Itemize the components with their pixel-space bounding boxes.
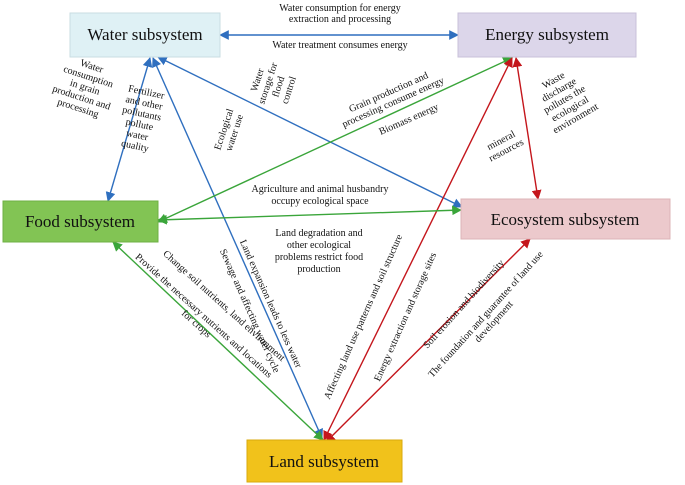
label-ecological-water-use: Ecologicalwater use	[213, 107, 247, 155]
node-energy: Energy subsystem	[457, 12, 637, 58]
arrows	[105, 30, 542, 443]
node-land-label: Land subsystem	[269, 452, 379, 471]
arrow-land-ecosystem	[325, 238, 531, 443]
label-water-consumption-grain: Waterconsumptionin grainproduction andpr…	[48, 52, 122, 123]
label-grain-energy: Grain production andprocessing consume e…	[336, 65, 446, 130]
node-food: Food subsystem	[2, 200, 159, 243]
label-line: Land degradation and	[275, 228, 362, 239]
label-line: water	[125, 128, 150, 144]
label-mineral: mineralresources	[482, 127, 526, 164]
label-line: other ecological	[287, 240, 351, 251]
label-water-storage: Waterstorage forfloodcontrol	[246, 57, 301, 112]
node-water: Water subsystem	[69, 12, 221, 58]
label-line: Water treatment consumes energy	[272, 40, 407, 51]
node-ecosystem-label: Ecosystem subsystem	[491, 210, 640, 229]
label-line: production	[297, 264, 340, 275]
arrow-food-ecosystem	[157, 205, 462, 225]
label-line: problems restrict food	[275, 252, 363, 263]
arrow-water-food	[105, 57, 153, 202]
label-line: Water consumption for energy	[279, 3, 400, 14]
node-food-label: Food subsystem	[25, 212, 135, 231]
label-fertilizer: Fertilizerand otherpollutantspollutewate…	[114, 83, 166, 156]
label-water-energy-bottom: Water treatment consumes energy	[272, 40, 407, 51]
arrow-energy-ecosystem	[512, 57, 542, 200]
label-waste-discharge: Wastedischargepollutes theecologicalenvi…	[529, 63, 600, 136]
arrow-food-land	[112, 241, 324, 441]
label-line: Agriculture and animal husbandry	[252, 184, 389, 195]
label-line: occupy ecological space	[271, 196, 369, 207]
node-energy-label: Energy subsystem	[485, 25, 609, 44]
node-water-label: Water subsystem	[87, 25, 202, 44]
label-line: The foundation and guarantee of land use	[426, 249, 546, 380]
label-line: extraction and processing	[289, 14, 391, 25]
node-land: Land subsystem	[246, 439, 403, 483]
node-ecosystem: Ecosystem subsystem	[460, 198, 671, 240]
